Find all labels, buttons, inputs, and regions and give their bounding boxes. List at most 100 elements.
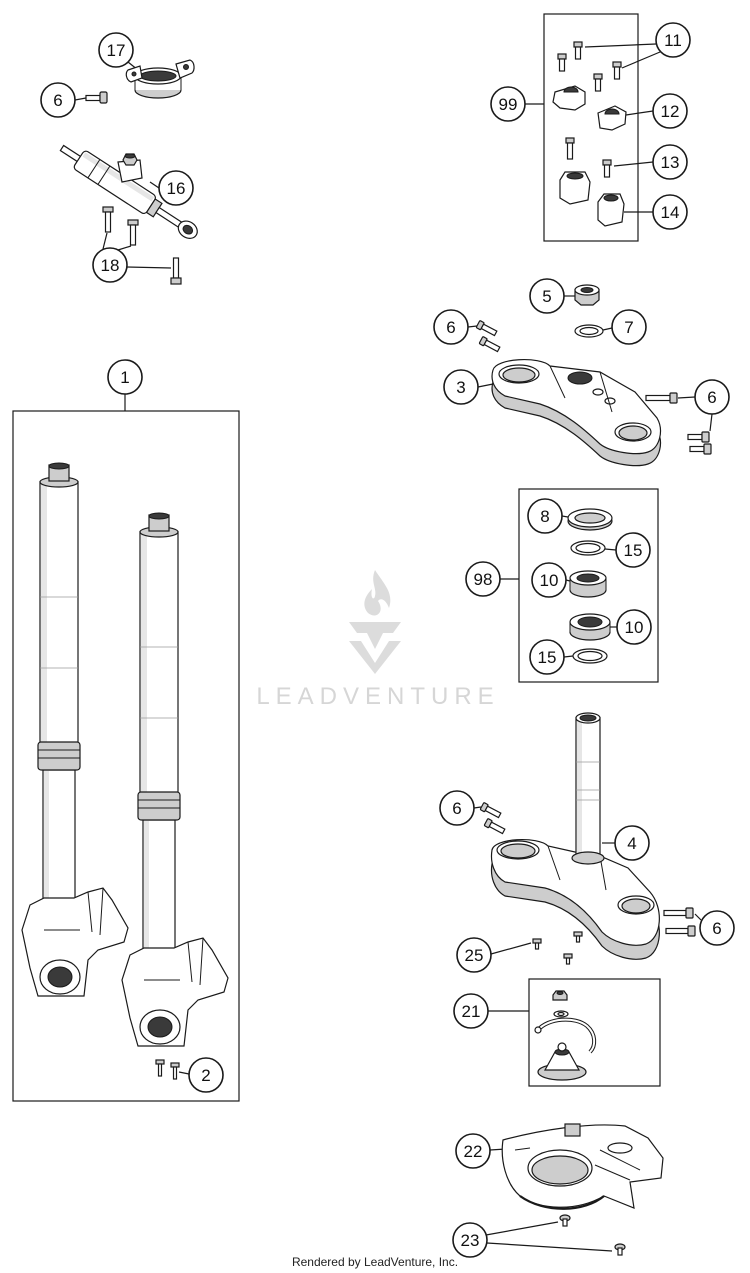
leader-line <box>117 245 132 251</box>
callout-label: 6 <box>712 919 721 938</box>
callout-label: 4 <box>627 834 636 853</box>
stem-washer <box>574 324 604 338</box>
steering-damper <box>59 144 198 239</box>
callout-10-upper[interactable]: 10 <box>531 562 567 598</box>
leadventure-logo-icon <box>349 570 401 674</box>
steering-bearing-kit <box>567 508 613 664</box>
left-fork-leg <box>21 462 129 997</box>
callout-13[interactable]: 13 <box>652 144 688 180</box>
leader-line <box>563 655 574 658</box>
callout-label: 6 <box>707 388 716 407</box>
callout-6-upper-left[interactable]: 6 <box>433 309 469 345</box>
callout-2[interactable]: 2 <box>188 1057 224 1093</box>
lower-clamp-bolts-right <box>663 907 696 937</box>
callout-label: 2 <box>201 1066 210 1085</box>
callout-14[interactable]: 14 <box>652 194 688 230</box>
leader-line <box>561 515 569 518</box>
leader-lines <box>74 43 713 1252</box>
callout-6-damper-clamp-bolt[interactable]: 6 <box>40 82 76 118</box>
stem-nut <box>574 284 600 306</box>
callout-label: 14 <box>661 203 680 222</box>
callout-label: 6 <box>446 318 455 337</box>
callout-label: 6 <box>53 91 62 110</box>
leader-line <box>102 232 108 250</box>
lower-triple-clamp <box>490 712 660 960</box>
callout-17[interactable]: 17 <box>98 32 134 68</box>
leader-line <box>490 942 532 955</box>
callout-label: 25 <box>465 946 484 965</box>
leader-line <box>604 548 617 551</box>
kit-99-box <box>543 13 639 242</box>
callout-label: 10 <box>625 618 644 637</box>
callout-4[interactable]: 4 <box>614 825 650 861</box>
callout-6-lower-left[interactable]: 6 <box>439 790 475 826</box>
callout-10-lower[interactable]: 10 <box>616 609 652 645</box>
callout-label: 12 <box>661 102 680 121</box>
upper-triple-clamp <box>491 359 661 467</box>
callout-8[interactable]: 8 <box>527 498 563 534</box>
callout-12[interactable]: 12 <box>652 93 688 129</box>
callout-label: 1 <box>120 368 129 387</box>
leader-line <box>178 1071 190 1075</box>
callout-1[interactable]: 1 <box>107 359 143 395</box>
leader-line <box>625 110 654 116</box>
callout-21[interactable]: 21 <box>453 993 489 1029</box>
handlebar-clamp-kit <box>552 41 627 227</box>
callout-3[interactable]: 3 <box>443 369 479 405</box>
callout-label: 22 <box>464 1142 483 1161</box>
steering-lock-kit <box>534 990 597 1081</box>
callout-99[interactable]: 99 <box>490 86 526 122</box>
callout-label: 16 <box>167 179 186 198</box>
callout-15-upper[interactable]: 15 <box>615 532 651 568</box>
callout-label: 7 <box>624 318 633 337</box>
callout-5[interactable]: 5 <box>529 278 565 314</box>
leader-line <box>149 181 160 189</box>
watermark-text: LEADVENTURE <box>256 683 499 710</box>
leader-line <box>126 266 172 269</box>
leader-line <box>473 806 482 809</box>
callout-22[interactable]: 22 <box>455 1133 491 1169</box>
leader-line <box>709 413 713 432</box>
callout-label: 99 <box>499 95 518 114</box>
callout-label: 23 <box>461 1231 480 1250</box>
callout-98[interactable]: 98 <box>465 561 501 597</box>
callout-15-lower[interactable]: 15 <box>529 639 565 675</box>
fork-assembly-box <box>12 410 240 1102</box>
callout-16[interactable]: 16 <box>158 170 194 206</box>
leader-line <box>467 325 478 328</box>
leader-line <box>584 43 657 48</box>
callout-6-lower-right[interactable]: 6 <box>699 910 735 946</box>
callout-label: 5 <box>542 287 551 306</box>
upper-clamp-bolts-right <box>645 392 712 455</box>
leadventure-watermark: LEADVENTURE <box>256 570 499 710</box>
callout-label: 18 <box>101 256 120 275</box>
kit-98-box <box>518 488 659 683</box>
clamp-bolt <box>85 91 108 104</box>
callout-label: 6 <box>452 799 461 818</box>
callout-18[interactable]: 18 <box>92 247 128 283</box>
leader-line <box>486 1242 613 1252</box>
callout-25[interactable]: 25 <box>456 937 492 973</box>
damper-bolts <box>102 206 182 285</box>
callout-23[interactable]: 23 <box>452 1222 488 1258</box>
lower-clamp-bolts-left <box>479 802 506 835</box>
callout-label: 11 <box>664 31 682 50</box>
leader-line <box>613 161 654 167</box>
callout-label: 10 <box>540 571 559 590</box>
render-credit: Rendered by LeadVenture, Inc. <box>292 1255 458 1269</box>
callout-label: 98 <box>474 570 493 589</box>
leader-line <box>677 396 696 399</box>
callout-label: 17 <box>107 41 126 60</box>
leader-line <box>694 913 702 921</box>
callout-label: 3 <box>456 378 465 397</box>
leader-line <box>485 1221 559 1236</box>
callout-label: 13 <box>661 153 680 172</box>
right-fork-leg <box>121 512 229 1047</box>
guard-screws <box>532 931 583 965</box>
callout-11[interactable]: 11 <box>655 22 691 58</box>
kit-21-box <box>528 978 661 1087</box>
callout-label: 8 <box>540 507 549 526</box>
leader-line <box>602 327 613 331</box>
callout-6-upper-right[interactable]: 6 <box>694 379 730 415</box>
callout-7[interactable]: 7 <box>611 309 647 345</box>
